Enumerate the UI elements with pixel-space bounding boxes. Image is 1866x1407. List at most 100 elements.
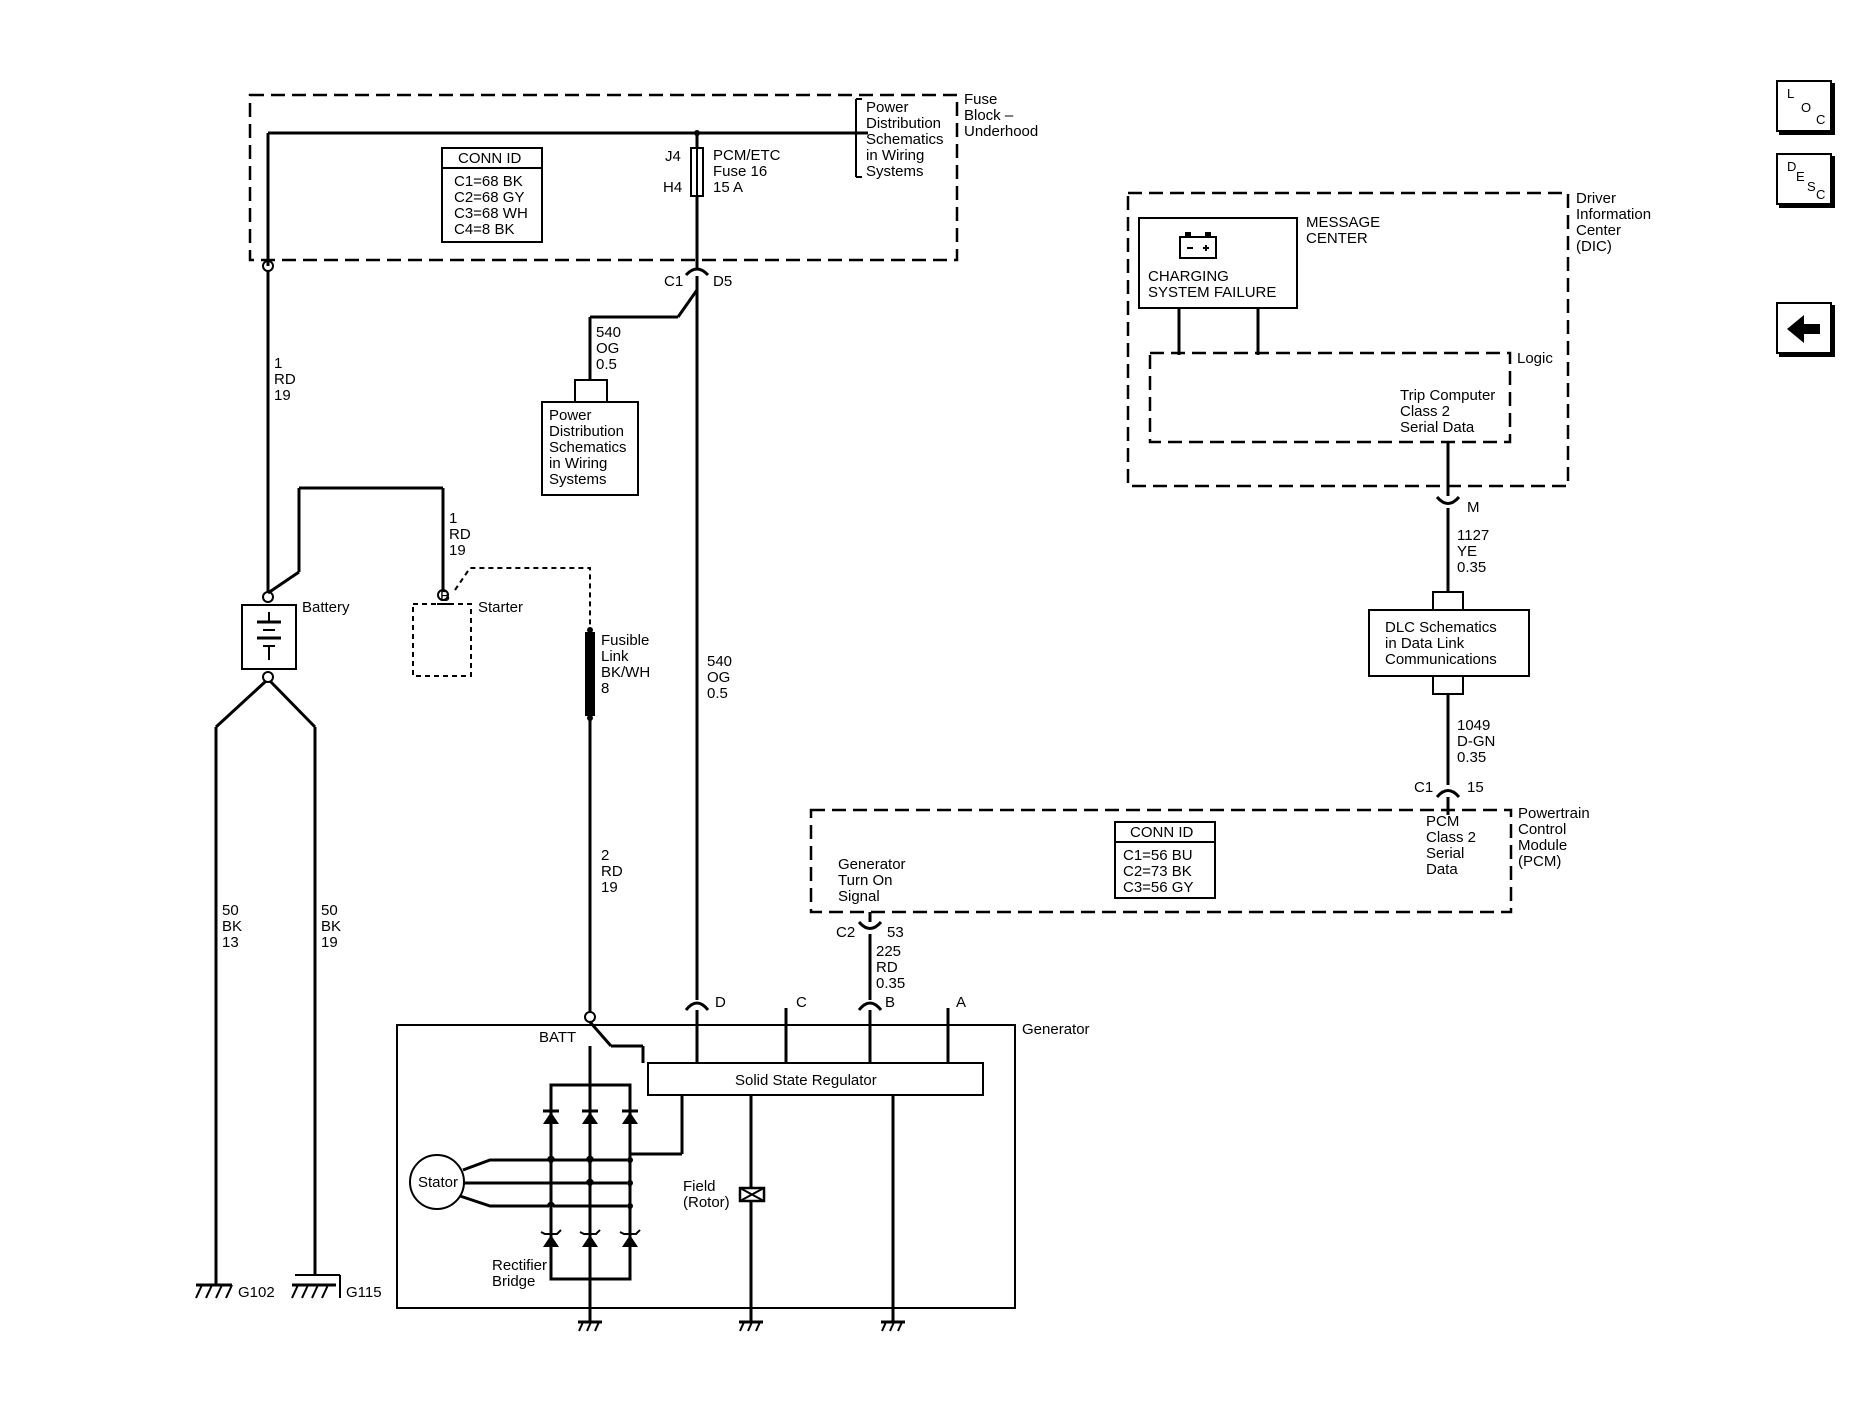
fuse-power-ref-line4: in Wiring [866,147,924,164]
desc-letter: E [1796,169,1805,184]
pcm-serial-line4: Data [1426,861,1458,878]
dic-name-line1: Driver [1576,190,1616,207]
field-label-line2: (Rotor) [683,1194,730,1211]
lower-diodes [540,1229,641,1247]
power-dist-text: Distribution [549,423,624,440]
wire-225-line3: 0.35 [876,975,905,992]
dlc-line3: Communications [1385,651,1497,668]
pcm-c1-label: C1 [1414,779,1433,796]
pcm-conn-row: C2=73 BK [1123,863,1192,880]
location-button[interactable]: L O C [1776,80,1832,132]
wire-2-line2: RD [601,863,623,880]
ground-g102: G102 [195,1283,275,1301]
wire-540-upper-line2: OG [596,340,619,357]
fuse-conn-row: C4=8 BK [454,221,514,238]
ground-wire-1-line1: 50 [222,902,239,919]
stator-label: Stator [418,1174,458,1191]
loc-letter: O [1801,100,1812,115]
wire-1127-line2: YE [1457,543,1477,560]
regulator-label: Solid State Regulator [735,1072,877,1089]
wire-540-main-line1: 540 [707,653,732,670]
generator-ground-icons [578,1308,905,1332]
fuse-conn-row: C2=68 GY [454,189,524,206]
fuse-block-name-line1: Fuse [964,91,997,108]
dlc-line2: in Data Link [1385,635,1465,652]
loc-letter: C [1816,112,1826,127]
ground-wire-1-line3: 13 [222,934,239,951]
battery-label: Battery [302,599,350,616]
ground-wire-2-line3: 19 [321,934,338,951]
fuse-conn-row: C3=68 WH [454,205,528,222]
power-dist-text: Schematics [549,439,627,456]
wire-225-line1: 225 [876,943,901,960]
power-dist-text: Power [549,407,592,424]
pcm-c1-pin: 15 [1467,779,1484,796]
ground-wire-2-line1: 50 [321,902,338,919]
pcm-conn-row: C3=56 GY [1123,879,1193,896]
rectifier-label-line1: Rectifier [492,1257,547,1274]
fusible-link-label-line1: Fusible [601,632,649,649]
ground-g115-label: G115 [346,1284,382,1301]
message-center-line2: CENTER [1306,230,1368,247]
fuse-pin-h4: H4 [663,179,682,196]
ground-g115: G115 [291,1274,382,1301]
message-center-line1: MESSAGE [1306,214,1380,231]
wire-225-line2: RD [876,959,898,976]
wire-540-main-line3: 0.5 [707,685,728,702]
wire-540-upper-line3: 0.5 [596,356,617,373]
ground-wire-1-line2: BK [222,918,242,935]
solid-state-regulator [647,1062,984,1096]
power-distribution-box: Power Distribution Schematics in Wiring … [541,379,639,496]
pcm-c2-pin: 53 [887,924,904,941]
description-button[interactable]: D E S C [1776,153,1832,205]
pcm-conn-row: C1=56 BU [1123,847,1193,864]
wire-1049-line3: 0.35 [1457,749,1486,766]
pcm-name-line4: (PCM) [1518,853,1561,870]
fusible-link-symbol [585,632,595,716]
terminal-d-label: D [715,994,726,1011]
fuse-conn-row: C1=68 BK [454,173,523,190]
fuse-power-ref-line3: Schematics [866,131,944,148]
pcm-name-line3: Module [1518,837,1567,854]
starter-pin-b: B [440,588,450,605]
rectifier-label-line2: Bridge [492,1273,535,1290]
dic-name-line3: Center [1576,222,1621,239]
wire-1-rd-line2: RD [274,371,296,388]
loc-letter: L [1787,86,1795,101]
wire-540-main-line2: OG [707,669,730,686]
fuse-connector-c1-label: C1 [664,273,683,290]
fusible-link: Fusible Link BK/WH 8 2 RD 19 [585,627,650,1012]
gen-turn-on-line2: Turn On [838,872,892,889]
pcm-serial-line3: Serial [1426,845,1464,862]
back-button[interactable] [1776,302,1832,354]
dic-pin-m: M [1467,499,1480,516]
gen-turn-on-line3: Signal [838,888,880,905]
field-label-line1: Field [683,1178,716,1195]
wire-starter-line3: 19 [449,542,466,559]
dlc-schematics-box: DLC Schematics in Data Link Communicatio… [1368,591,1530,695]
wire-1049-line1: 1049 [1457,717,1490,734]
starter: B Starter [412,567,591,677]
charging-display-line1: CHARGING [1148,268,1229,285]
desc-letter: S [1807,179,1816,194]
wire-1049-line2: D-GN [1457,733,1495,750]
desc-letter: D [1787,159,1797,174]
trip-computer-line3: Serial Data [1400,419,1475,436]
gen-turn-on-line1: Generator [838,856,906,873]
desc-letter: C [1816,187,1826,202]
logic-label: Logic [1517,350,1553,367]
fuse-connector-c1: C1 D5 [588,266,732,1000]
battery-circuit: 1 RD 19 1 RD 19 Battery 50 BK 13 50 BK 1… [214,260,471,1285]
fuse-label-line1: PCM/ETC [713,147,781,164]
fusible-link-label-line2: Link [601,648,629,665]
pcm-name-line2: Control [1518,821,1566,838]
fuse-label-line2: Fuse 16 [713,163,767,180]
fuse-block-name-line3: Underhood [964,123,1038,140]
terminal-c-label: C [796,994,807,1011]
fusible-link-label-line3: BK/WH [601,664,650,681]
pcm-serial-line1: PCM [1426,813,1459,830]
wire-1127-line1: 1127 [1457,527,1489,544]
wire-1-rd-line1: 1 [274,355,282,372]
generator-label: Generator [1022,1021,1090,1038]
